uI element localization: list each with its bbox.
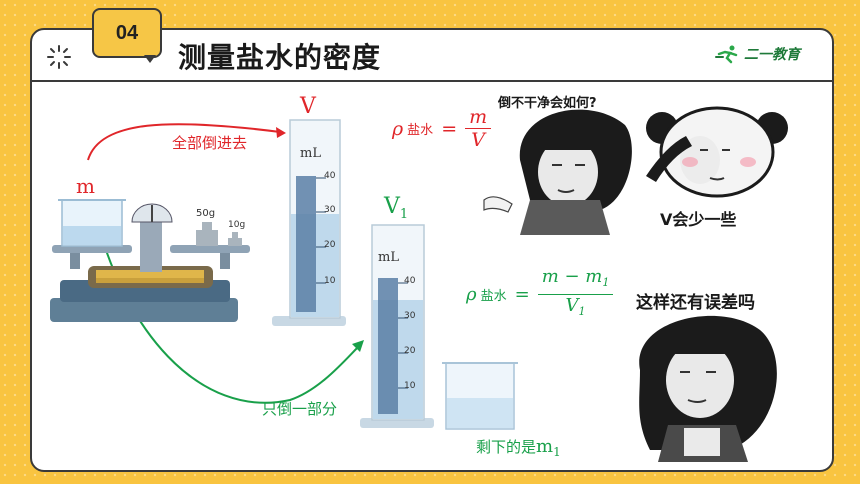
- rho-symbol: ρ: [392, 117, 404, 140]
- denominator: V: [471, 129, 485, 151]
- remaining-label: 剩下的是m1: [476, 436, 561, 459]
- meme-face-bottom: [639, 315, 777, 462]
- cylinder-small-tick: 10: [404, 381, 416, 391]
- section-number-badge: 04: [92, 8, 162, 58]
- header-divider: [32, 80, 832, 82]
- meme-panda: [646, 106, 788, 198]
- numerator: m − m1: [537, 266, 614, 295]
- graduated-cylinder-small: [360, 224, 434, 428]
- pour-all-arrow: [87, 123, 281, 161]
- cylinder-small-unit: mL: [378, 250, 399, 265]
- cylinder-small-tick: 20: [404, 346, 416, 356]
- weight-label-small: 10g: [228, 220, 246, 230]
- cylinder-large-tick: 40: [324, 171, 336, 181]
- cylinder-large-tick: 30: [324, 205, 336, 215]
- denominator: V1: [565, 295, 586, 318]
- rho-subscript: 盐水: [480, 289, 507, 304]
- graduated-cylinder-large: [272, 119, 346, 326]
- pour-all-arrowhead: [276, 127, 286, 138]
- remaining-text: 剩下的是: [476, 438, 537, 456]
- brand-logo: 二一教育: [715, 44, 800, 64]
- runner-icon: [715, 45, 738, 64]
- numerator: m: [465, 106, 492, 129]
- cylinder-large-tick: 10: [324, 276, 336, 286]
- volume-1-sub: 1: [399, 207, 409, 222]
- rho-subscript: 盐水: [407, 123, 434, 138]
- equals-sign: =: [441, 117, 458, 140]
- fraction: m − m1 V1: [537, 266, 614, 323]
- cylinder-small-tick: 40: [404, 276, 416, 286]
- volume-1-label: V1: [384, 194, 408, 222]
- rho-symbol: ρ: [466, 284, 477, 305]
- remaining-mass: m: [536, 436, 554, 457]
- cylinder-large-unit: mL: [300, 146, 321, 161]
- balance-scale: [50, 199, 250, 322]
- pour-all-label: 全部倒进去: [172, 134, 248, 152]
- meme-top-caption: 倒不干净会如何?: [498, 96, 597, 111]
- mass-label: m: [76, 174, 95, 198]
- remaining-beaker: [442, 362, 518, 430]
- volume-1-base: V: [384, 194, 400, 219]
- cylinder-large-tick: 20: [324, 240, 336, 250]
- cylinder-small-tick: 30: [404, 311, 416, 321]
- volume-label: V: [300, 94, 316, 119]
- badge-pointer: [144, 55, 156, 63]
- page-title: 测量盐水的密度: [178, 41, 382, 74]
- pour-part-label: 只倒一部分: [262, 400, 338, 418]
- meme-bottom-caption: 这样还有误差吗: [636, 293, 755, 313]
- fraction: m V: [465, 106, 492, 151]
- sparkle-icon: [47, 45, 71, 69]
- meme-face-top: [483, 109, 632, 235]
- pour-part-arrowhead: [352, 340, 364, 352]
- meme-panda-caption: V会少一些: [660, 210, 737, 229]
- logo-text: 二一教育: [744, 47, 800, 63]
- equals-sign: =: [514, 284, 530, 305]
- remaining-mass-sub: 1: [553, 445, 561, 459]
- weight-label-large: 50g: [196, 208, 216, 219]
